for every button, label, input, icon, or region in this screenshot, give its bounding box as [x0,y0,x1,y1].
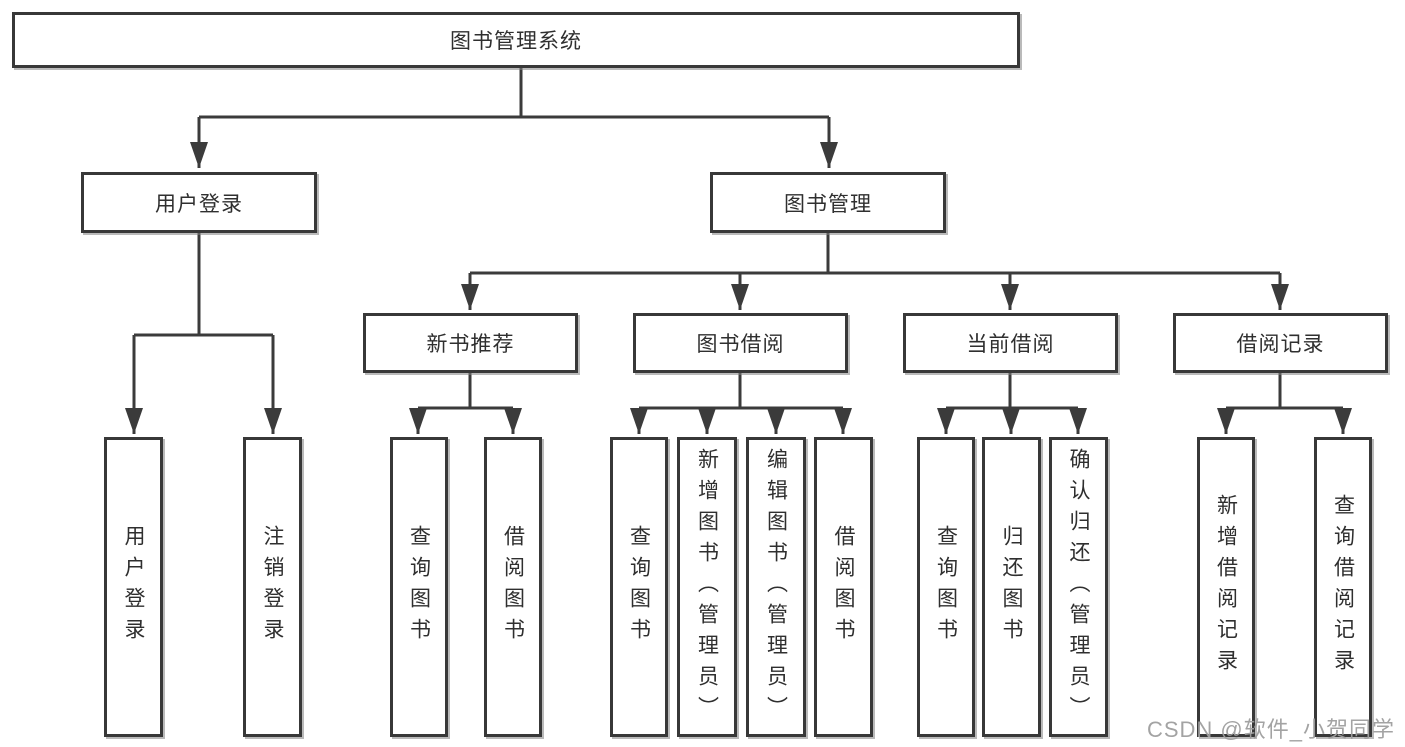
leaf-label: 借阅图书 [832,525,855,649]
leaf-label: 确认归还（管理员） [1067,447,1090,727]
leaf-user-login: 用户登录 [104,437,163,737]
node-book-management: 图书管理 [710,172,946,233]
leaf-label: 用户登录 [122,525,145,649]
watermark-text: CSDN @软件_小贺同学 [1146,717,1395,742]
leaf-label: 注销登录 [261,525,284,649]
connector-records [1226,373,1343,410]
node-user-login: 用户登录 [81,172,317,233]
node-library-management-system: 图书管理系统 [12,12,1020,68]
leaf-label: 查询图书 [407,525,431,649]
connector-root [199,67,829,119]
leaf-label: 归还图书 [1000,525,1023,649]
leaf-query-books-recommend: 查询图书 [390,437,448,737]
connector-borrow [639,373,843,410]
leaf-query-books-current: 查询图书 [917,437,975,737]
leaf-query-books-borrow: 查询图书 [610,437,668,737]
node-book-borrow: 图书借阅 [633,313,848,373]
leaf-return-books: 归还图书 [982,437,1041,737]
leaf-add-borrow-record: 新增借阅记录 [1197,437,1255,737]
leaf-confirm-return-admin: 确认归还（管理员） [1049,437,1108,737]
node-current-borrow: 当前借阅 [903,313,1118,373]
leaf-label: 借阅图书 [501,525,525,649]
connector-management [470,233,1280,275]
leaf-label: 查询图书 [627,525,651,649]
node-label: 新书推荐 [426,333,515,356]
connector-current [946,373,1078,410]
leaf-borrow-books: 借阅图书 [814,437,873,737]
leaf-add-books-admin: 新增图书（管理员） [677,437,737,737]
node-label: 图书借阅 [696,333,785,356]
node-new-book-recommend: 新书推荐 [363,313,578,373]
node-label: 当前借阅 [966,333,1055,356]
node-label: 图书管理 [784,192,872,216]
node-label: 图书管理系统 [450,30,582,53]
leaf-label: 查询借阅记录 [1331,494,1355,680]
node-label: 借阅记录 [1236,333,1325,356]
connector-login [134,233,273,337]
node-label: 用户登录 [155,192,243,216]
leaf-label: 新增借阅记录 [1214,494,1238,680]
leaf-label: 查询图书 [934,525,958,649]
leaf-label: 新增图书（管理员） [695,447,719,727]
leaf-label: 编辑图书（管理员） [764,447,788,727]
leaf-logout: 注销登录 [243,437,302,737]
connector-recommend [418,373,513,410]
leaf-edit-books-admin: 编辑图书（管理员） [746,437,806,737]
node-borrow-records: 借阅记录 [1173,313,1388,373]
leaf-borrow-books-recommend: 借阅图书 [484,437,542,737]
leaf-query-borrow-record: 查询借阅记录 [1314,437,1372,737]
